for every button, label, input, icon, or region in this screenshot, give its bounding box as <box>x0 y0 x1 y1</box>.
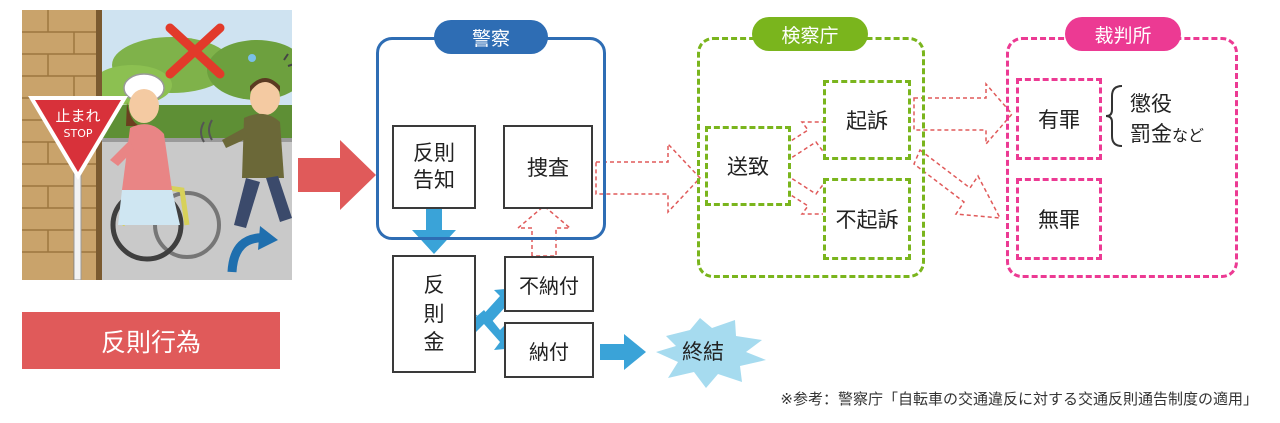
investigation-to-prosecutor-arrow-icon <box>595 142 702 214</box>
penalty-line2: 罰金など <box>1130 118 1204 148</box>
police-title: 警察 <box>434 20 548 54</box>
conclusion-label: 終結 <box>682 336 724 366</box>
violation-label-text: 反則行為 <box>100 327 201 357</box>
conclusion-text: 終結 <box>682 340 724 364</box>
fine-box: 反 則 金 <box>392 255 476 373</box>
nonpayment-text: 不納付 <box>519 273 579 298</box>
nonindictment-box: 不起訴 <box>823 178 911 260</box>
stop-sign: 止まれ STOP <box>28 96 128 280</box>
penalty-brace-icon <box>1105 85 1123 147</box>
penalty-suffix-text: など <box>1172 126 1205 145</box>
nonpayment-box: 不納付 <box>504 256 594 312</box>
notice-box: 反則 告知 <box>392 125 476 209</box>
indictment-to-notguilty-arrow-icon <box>913 148 1002 219</box>
fine-char-3: 金 <box>423 330 445 355</box>
investigation-text: 捜査 <box>527 156 569 180</box>
penalty-line1: 懲役 <box>1130 88 1172 118</box>
pedestrian-figure <box>222 53 292 228</box>
fine-to-nonpayment-arrow-icon <box>466 288 516 326</box>
notice-line1: 反則 <box>413 140 455 165</box>
cyclist-figure <box>110 73 221 262</box>
violation-label: 反則行為 <box>22 312 280 369</box>
court-title-text: 裁判所 <box>1094 24 1152 47</box>
payment-to-conclusion-arrow-icon <box>600 334 646 370</box>
notguilty-box: 無罪 <box>1016 178 1102 260</box>
payment-text: 納付 <box>529 339 569 364</box>
referral-box: 送致 <box>705 126 791 206</box>
violation-to-police-arrow-icon <box>298 140 376 210</box>
prohibited-x-icon <box>165 23 225 79</box>
notice-line2: 告知 <box>413 168 455 192</box>
guilty-text: 有罪 <box>1038 108 1080 132</box>
nonindictment-text: 不起訴 <box>835 208 899 232</box>
source-note-text: ※参考：警察庁「自転車の交通違反に対する交通反則通告制度の適用」 <box>780 390 1258 408</box>
police-title-text: 警察 <box>471 27 510 50</box>
bicycle-violation-illustration: 止まれ STOP <box>22 10 292 280</box>
stop-sign-japanese-text: 止まれ <box>55 107 100 125</box>
prosecutor-title-text: 検察庁 <box>781 24 839 47</box>
guilty-box: 有罪 <box>1016 78 1102 160</box>
court-title: 裁判所 <box>1065 17 1181 51</box>
stop-sign-english-text: STOP <box>64 127 93 140</box>
referral-to-indictment-arrow-icon <box>778 121 836 162</box>
payment-box: 納付 <box>504 322 594 378</box>
prosecutor-title: 検察庁 <box>752 17 868 51</box>
notice-to-fine-arrow-icon <box>412 208 456 254</box>
fine-char-1: 反 <box>423 273 445 298</box>
referral-to-nonindictment-arrow-icon <box>778 174 836 215</box>
penalty-line1-text: 懲役 <box>1130 92 1172 116</box>
fine-char-2: 則 <box>423 301 445 326</box>
notguilty-text: 無罪 <box>1038 208 1080 232</box>
penalty-line2-text: 罰金 <box>1130 122 1172 146</box>
indictment-box: 起訴 <box>823 80 911 160</box>
investigation-box: 捜査 <box>503 125 593 209</box>
nonpayment-to-investigation-arrow-icon <box>515 205 573 257</box>
conclusion-burst-icon <box>656 318 766 388</box>
source-note: ※参考：警察庁「自転車の交通違反に対する交通反則通告制度の適用」 <box>780 388 1258 409</box>
referral-text: 送致 <box>727 155 769 179</box>
indictment-to-guilty-arrow-icon <box>913 81 1013 147</box>
indictment-text: 起訴 <box>846 109 888 133</box>
